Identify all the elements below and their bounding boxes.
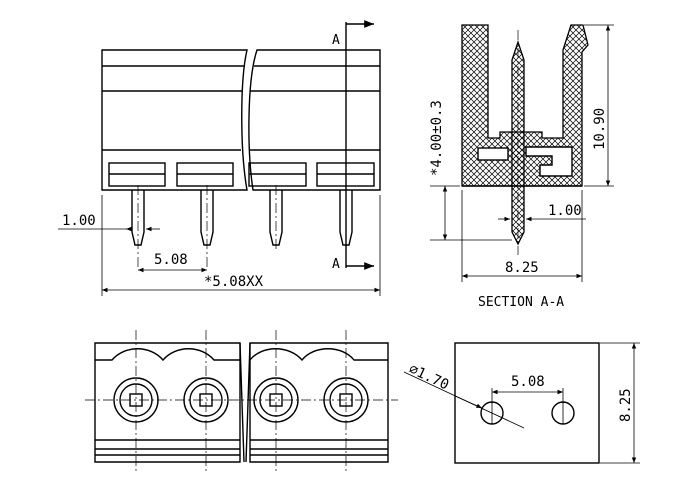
wire-entry [176,162,234,187]
bottom-view [85,330,398,472]
section-pin-dim: 1.00 [548,203,582,219]
pin-diameter-dim: 1.00 [62,213,96,229]
overall-length-dim: *5.08XX [204,274,264,290]
wire-entry [248,162,307,187]
section-marker-bottom: A [332,257,340,272]
front-view: A A 1.00 5.08 *5.08XX [58,20,381,296]
pcb-pitch-dim: 5.08 [511,374,545,390]
section-caption: SECTION A-A [478,295,564,310]
pcb-height-dim: 8.25 [618,388,634,422]
pitch-dim: 5.08 [154,252,188,268]
hole-diameter-dim: ∅1.70 [406,361,451,393]
pin-height-dim: *4.00±0.3 [429,100,445,176]
section-view: 10.90 *4.00±0.3 1.00 8.25 SECTION A-A [429,24,614,310]
section-height-dim: 10.90 [592,108,608,150]
wire-entry [108,162,166,187]
section-width-dim: 8.25 [505,260,539,276]
section-marker-top: A [332,33,340,48]
pcb-layout: 5.08 ∅1.70 8.25 [403,342,640,464]
